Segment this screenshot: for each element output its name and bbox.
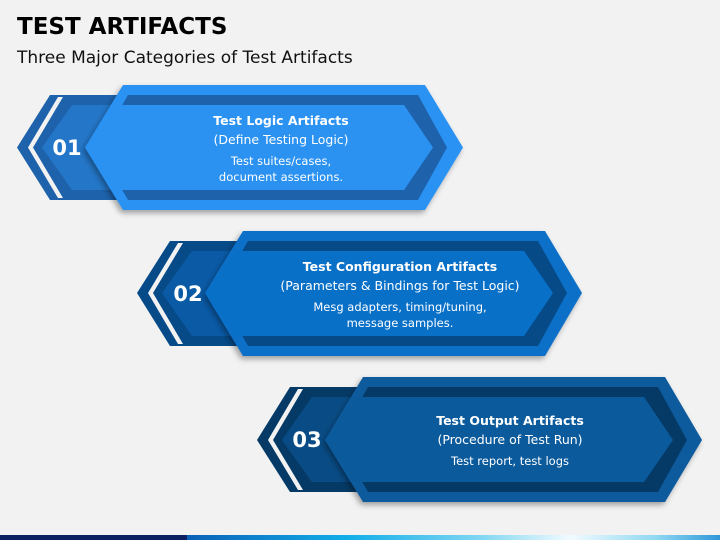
item-description-1-line2: document assertions. — [218, 170, 344, 184]
page-title: TEST ARTIFACTS — [17, 14, 228, 40]
item-subheading-3: (Procedure of Test Run) — [437, 432, 583, 447]
item-subheading-1: (Define Testing Logic) — [213, 132, 349, 147]
item-number-2: 02 — [173, 282, 203, 306]
footer-bar-gradient-segment — [187, 535, 720, 540]
item-heading-2: Test Configuration Artifacts — [302, 259, 498, 274]
page-subtitle: Three Major Categories of Test Artifacts — [17, 48, 353, 68]
item-description-3-line1: Test report, test logs — [451, 454, 569, 468]
footer-bar-dark-segment — [0, 535, 187, 540]
item-number-3: 03 — [292, 428, 322, 452]
item-description-1: Test suites/cases, document assertions. — [111, 153, 451, 185]
item-description-2-line1: Mesg adapters, timing/tuning, — [313, 300, 487, 314]
item-description-3: Test report, test logs — [340, 453, 680, 469]
footer-gradient-bar — [0, 535, 720, 540]
item-number-1: 01 — [52, 136, 82, 160]
item-description-2: Mesg adapters, timing/tuning, message sa… — [230, 299, 570, 331]
item-description-2-line2: message samples. — [346, 316, 454, 330]
item-heading-1: Test Logic Artifacts — [213, 113, 349, 128]
item-subheading-2: (Parameters & Bindings for Test Logic) — [280, 278, 520, 293]
item-description-1-line1: Test suites/cases, — [230, 154, 332, 168]
item-text-1: Test Logic Artifacts (Define Testing Log… — [111, 111, 451, 185]
item-heading-3: Test Output Artifacts — [436, 413, 584, 428]
item-text-3: Test Output Artifacts (Procedure of Test… — [340, 411, 680, 469]
item-text-2: Test Configuration Artifacts (Parameters… — [230, 257, 570, 331]
